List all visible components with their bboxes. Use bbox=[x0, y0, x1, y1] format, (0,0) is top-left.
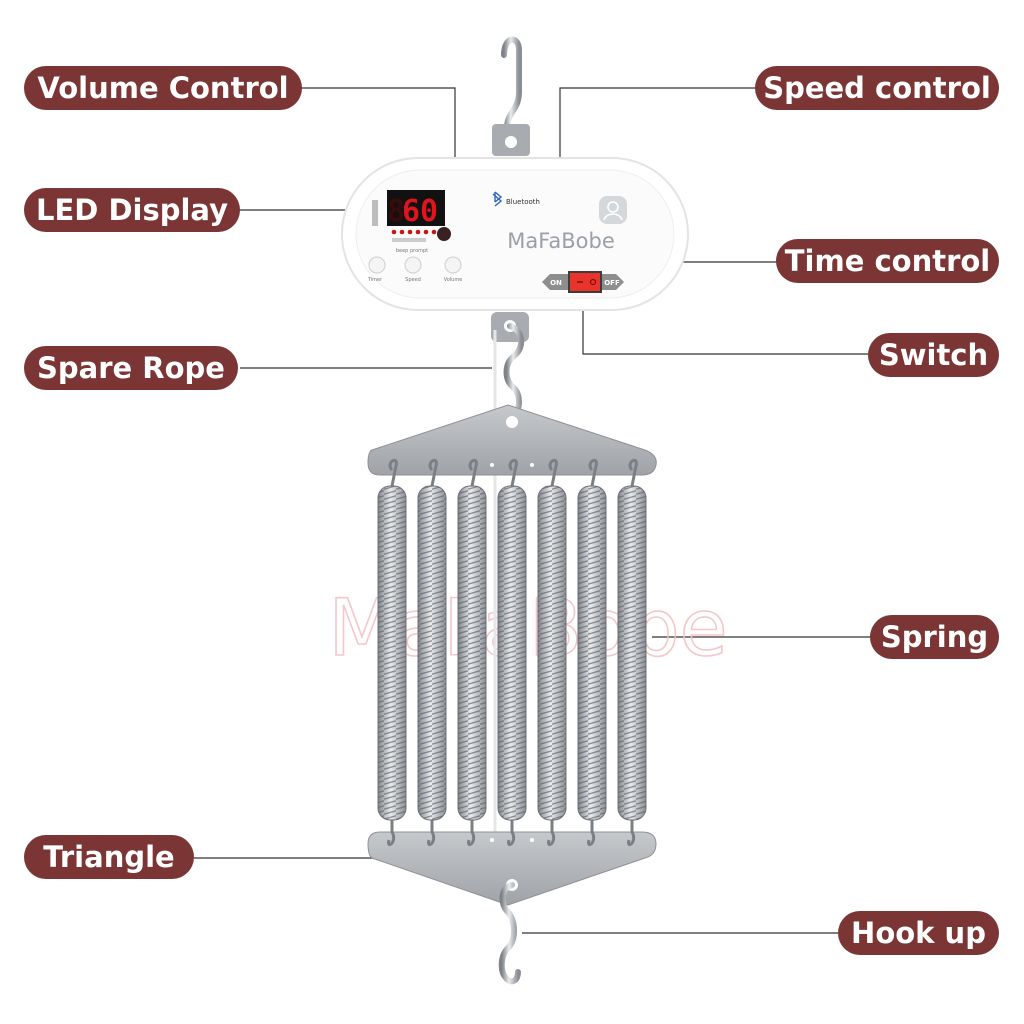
power-switch[interactable]: ON OFF bbox=[542, 271, 624, 293]
spring bbox=[617, 458, 647, 846]
switch-on-label: ON bbox=[550, 279, 562, 287]
volume-knob[interactable] bbox=[437, 227, 451, 241]
baby-logo-icon bbox=[599, 196, 627, 224]
control-buttons: Timer Speed Volume bbox=[367, 256, 463, 283]
speed-button-label: Speed bbox=[405, 277, 421, 283]
brand-name: MaFaBobe bbox=[507, 229, 615, 253]
led-value: 60 bbox=[402, 194, 438, 229]
springs bbox=[377, 458, 647, 846]
timer-button-label: Timer bbox=[367, 277, 383, 283]
spring-label: Spring bbox=[870, 615, 999, 659]
triangle-label: Triangle bbox=[24, 835, 194, 879]
speed-control-label: Speed control bbox=[755, 66, 999, 110]
bluetooth-label: Bluetooth bbox=[506, 198, 540, 206]
led-display-label: LED Display bbox=[24, 188, 240, 232]
speed-button[interactable] bbox=[404, 256, 422, 274]
triangle-top bbox=[367, 404, 657, 476]
spare-rope-label: Spare Rope bbox=[24, 346, 238, 390]
volume-slider[interactable] bbox=[392, 238, 426, 242]
switch-off-label: OFF bbox=[604, 279, 620, 287]
spring bbox=[377, 458, 407, 846]
hook-up-label: Hook up bbox=[838, 911, 999, 955]
s-hook-top bbox=[501, 36, 522, 131]
volume-button[interactable] bbox=[444, 256, 462, 274]
spring bbox=[417, 458, 447, 846]
volume-control-label: Volume Control bbox=[24, 66, 302, 110]
switch-label: Switch bbox=[868, 333, 999, 377]
led-display: 60 8 bbox=[372, 190, 445, 229]
s-hook-bottom bbox=[498, 882, 521, 985]
timer-button[interactable] bbox=[368, 256, 386, 274]
s-hook-middle bbox=[503, 323, 525, 423]
time-control-label: Time control bbox=[776, 239, 999, 283]
spring bbox=[497, 458, 527, 846]
volume-button-label: Volume bbox=[444, 277, 463, 283]
spring bbox=[577, 458, 607, 846]
triangle-bottom bbox=[367, 831, 657, 906]
bluetooth-icon bbox=[492, 191, 503, 207]
led-caption: beep prompt bbox=[396, 248, 428, 254]
led-indicators bbox=[391, 229, 437, 235]
led-digit-left: 8 bbox=[387, 194, 405, 229]
spring bbox=[537, 458, 567, 846]
spring bbox=[457, 458, 487, 846]
